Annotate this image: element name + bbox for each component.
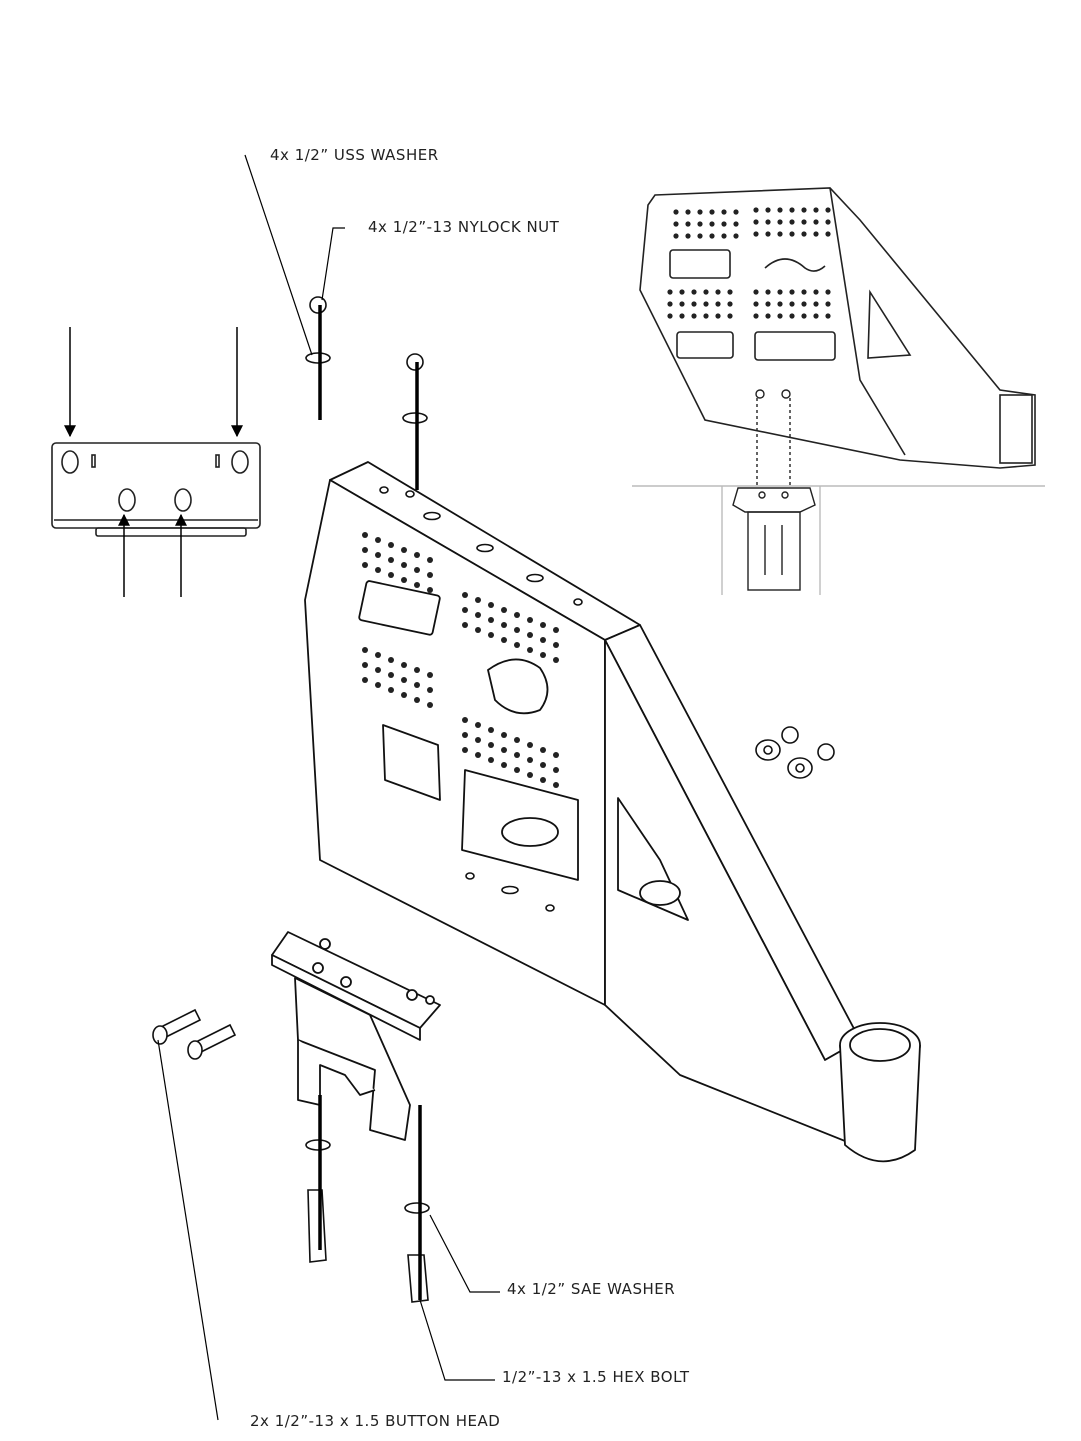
hex-bolt-callout: 1/2”-13 x 1.5 HEX BOLT <box>500 1368 692 1386</box>
uss-washer-callout: 4x 1/2” USS WASHER <box>268 146 441 164</box>
inset-bracket-top-view <box>52 443 260 536</box>
button-head-callout: 2x 1/2”-13 x 1.5 BUTTON HEAD <box>248 1412 502 1430</box>
sae-washer-callout: 4x 1/2” SAE WASHER <box>505 1280 677 1298</box>
lower-bracket <box>272 932 440 1140</box>
nylock-nut-callout: 4x 1/2”-13 NYLOCK NUT <box>366 218 561 236</box>
carrier-arm <box>305 462 920 1161</box>
inset-carrier-plate <box>640 188 1035 468</box>
